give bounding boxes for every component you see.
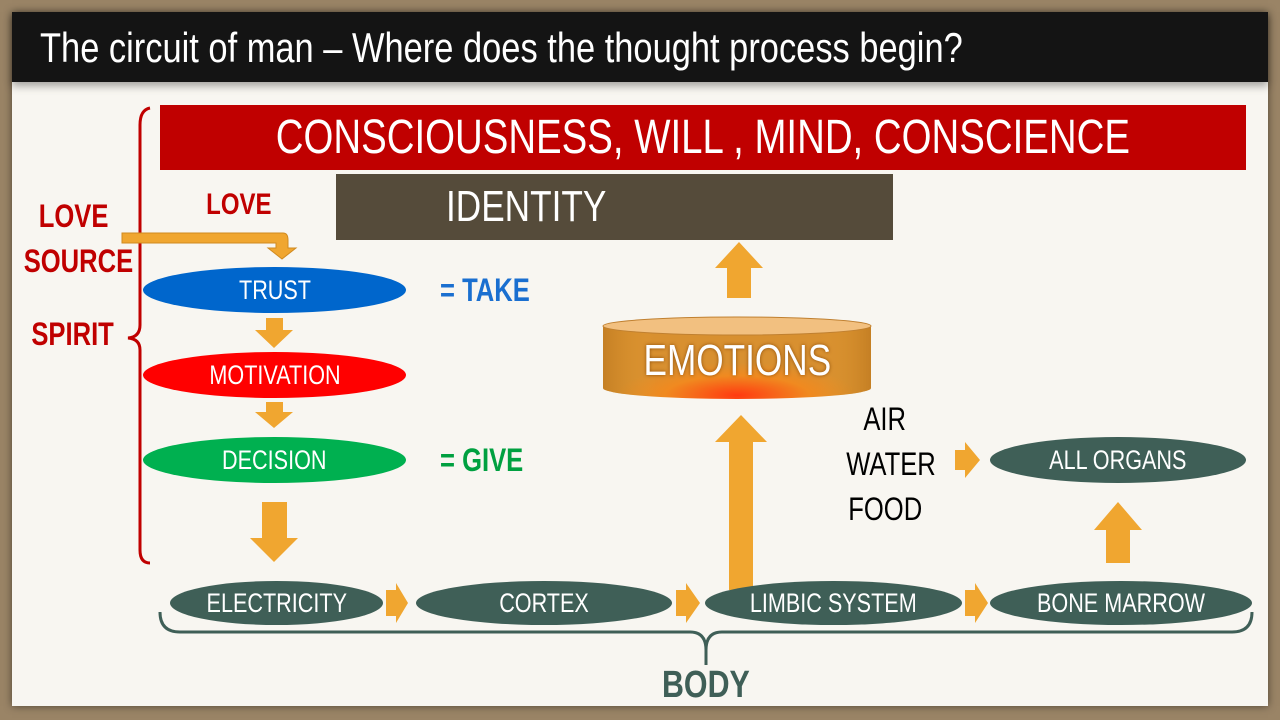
body-label: BODY — [662, 664, 750, 706]
spirit-label: SPIRIT — [31, 316, 115, 352]
electricity-label: ELECTRICITY — [206, 587, 347, 618]
limbic-system-node: LIMBIC SYSTEM — [705, 581, 962, 625]
take-label-wrap: = TAKE — [440, 272, 552, 309]
arrow-down-icon — [255, 402, 293, 428]
arrow-down-icon — [255, 318, 293, 348]
source-label-wrap: SOURCE — [10, 243, 138, 280]
arrow-right-icon — [386, 583, 408, 623]
arrow-up-icon — [1094, 502, 1142, 563]
title-bar: The circuit of man – Where does the thou… — [12, 12, 1268, 82]
cortex-node: CORTEX — [416, 581, 672, 625]
spirit-brace — [127, 106, 151, 565]
motivation-node: MOTIVATION — [143, 352, 406, 398]
limbic-system-label: LIMBIC SYSTEM — [750, 587, 917, 618]
give-label: = GIVE — [440, 442, 524, 478]
identity-label: IDENTITY — [446, 182, 607, 231]
cortex-label: CORTEX — [499, 587, 589, 618]
input-food: FOOD — [848, 491, 922, 527]
emotions-cylinder — [602, 316, 872, 399]
arrow-right-icon — [955, 442, 980, 478]
slide-title: The circuit of man – Where does the thou… — [40, 24, 963, 71]
decision-node: DECISION — [143, 437, 406, 483]
spirit-label-wrap: SPIRIT — [18, 316, 128, 353]
input-air: AIR — [863, 401, 907, 437]
identity-box: IDENTITY — [336, 174, 893, 240]
inner-love-label: LOVE — [206, 188, 272, 221]
bone-marrow-node: BONE MARROW — [990, 581, 1252, 625]
consciousness-label: CONSCIOUSNESS, WILL , MIND, CONSCIENCE — [275, 111, 1131, 164]
emotions-label-wrap: EMOTIONS — [603, 336, 871, 386]
arrow-down-icon — [250, 502, 298, 562]
trust-node: TRUST — [143, 267, 406, 313]
love-label: LOVE — [39, 198, 109, 234]
all-organs-label: ALL ORGANS — [1049, 444, 1187, 475]
bone-marrow-label: BONE MARROW — [1036, 587, 1205, 618]
love-arrow — [121, 232, 298, 260]
arrow-right-icon — [965, 583, 988, 623]
give-label-wrap: = GIVE — [440, 442, 544, 479]
arrow-right-icon — [676, 583, 700, 623]
arrow-up-icon — [715, 415, 767, 590]
take-label: = TAKE — [440, 272, 530, 308]
arrow-up-icon — [715, 242, 763, 298]
love-source-label: LOVE — [30, 198, 118, 235]
body-label-wrap: BODY — [646, 664, 766, 707]
inner-love-wrap: LOVE — [195, 188, 283, 222]
emotions-label: EMOTIONS — [643, 336, 831, 385]
source-label: SOURCE — [23, 243, 134, 279]
body-brace — [158, 611, 1254, 665]
inputs-list: AIR WATER FOOD — [835, 397, 936, 532]
all-organs-node: ALL ORGANS — [990, 437, 1246, 483]
decision-label: DECISION — [222, 444, 327, 475]
input-water: WATER — [846, 446, 936, 482]
electricity-node: ELECTRICITY — [170, 581, 383, 625]
trust-label: TRUST — [238, 274, 311, 305]
consciousness-bar: CONSCIOUSNESS, WILL , MIND, CONSCIENCE — [160, 105, 1246, 170]
motivation-label: MOTIVATION — [208, 359, 341, 390]
